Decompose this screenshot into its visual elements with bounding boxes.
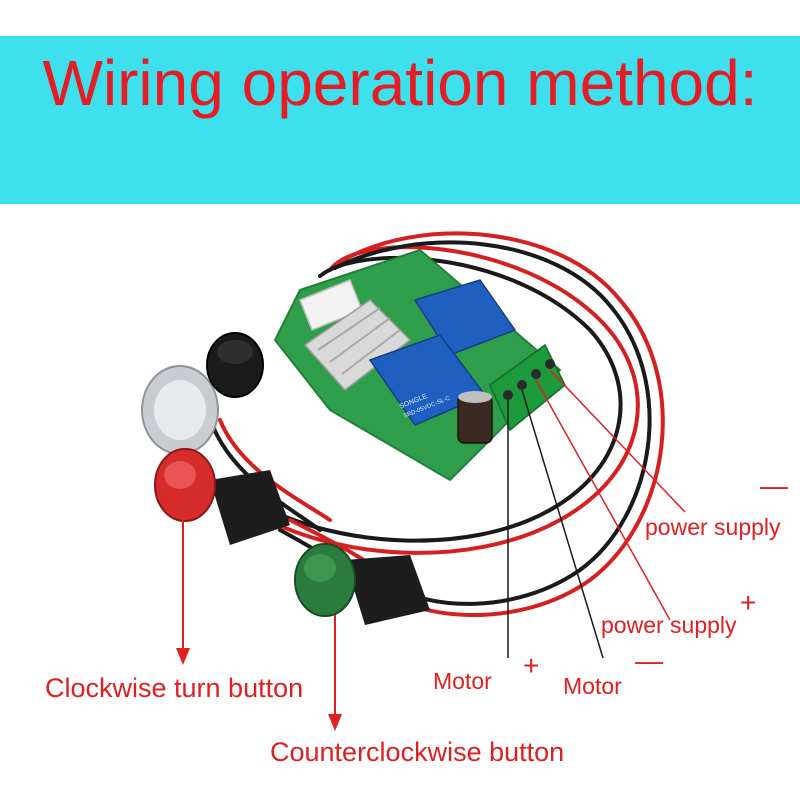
terminal-screw (517, 380, 527, 390)
power-plus-line (535, 379, 671, 621)
red-wire-outer (338, 231, 665, 617)
clockwise-arrowhead (176, 648, 190, 665)
motor-plus-label: Motor (433, 668, 492, 694)
counterclockwise-arrowhead (328, 714, 342, 731)
terminal-screw (545, 359, 555, 369)
power-minus-label: power supply (645, 514, 781, 540)
counterclockwise-label: Counterclockwise button (270, 737, 565, 767)
pointer-lines (176, 369, 686, 731)
motor-minus-label: Motor (563, 673, 622, 699)
motor-minus-line (521, 389, 604, 659)
motor-plus-sign: + (523, 650, 540, 681)
power-plus-label: power supply (601, 612, 737, 638)
green-push-button (294, 543, 430, 625)
red-push-button (154, 448, 290, 545)
black-wire-top (258, 256, 623, 543)
power-plus-sign: + (740, 587, 757, 618)
power-minus-line (549, 369, 686, 513)
terminal-screw (531, 369, 541, 379)
title-banner (0, 36, 800, 204)
control-board: SONGLE SRD-05VDC-SL-C (273, 248, 566, 482)
red-wire-top (248, 245, 640, 555)
motor-minus-sign: — (635, 645, 663, 676)
terminal-screw (503, 390, 513, 400)
black-wire-outer (333, 240, 652, 606)
power-minus-sign: — (760, 470, 788, 501)
page-title: Wiring operation method: (42, 47, 758, 119)
potentiometer (141, 332, 264, 455)
clockwise-label: Clockwise turn button (45, 673, 304, 703)
